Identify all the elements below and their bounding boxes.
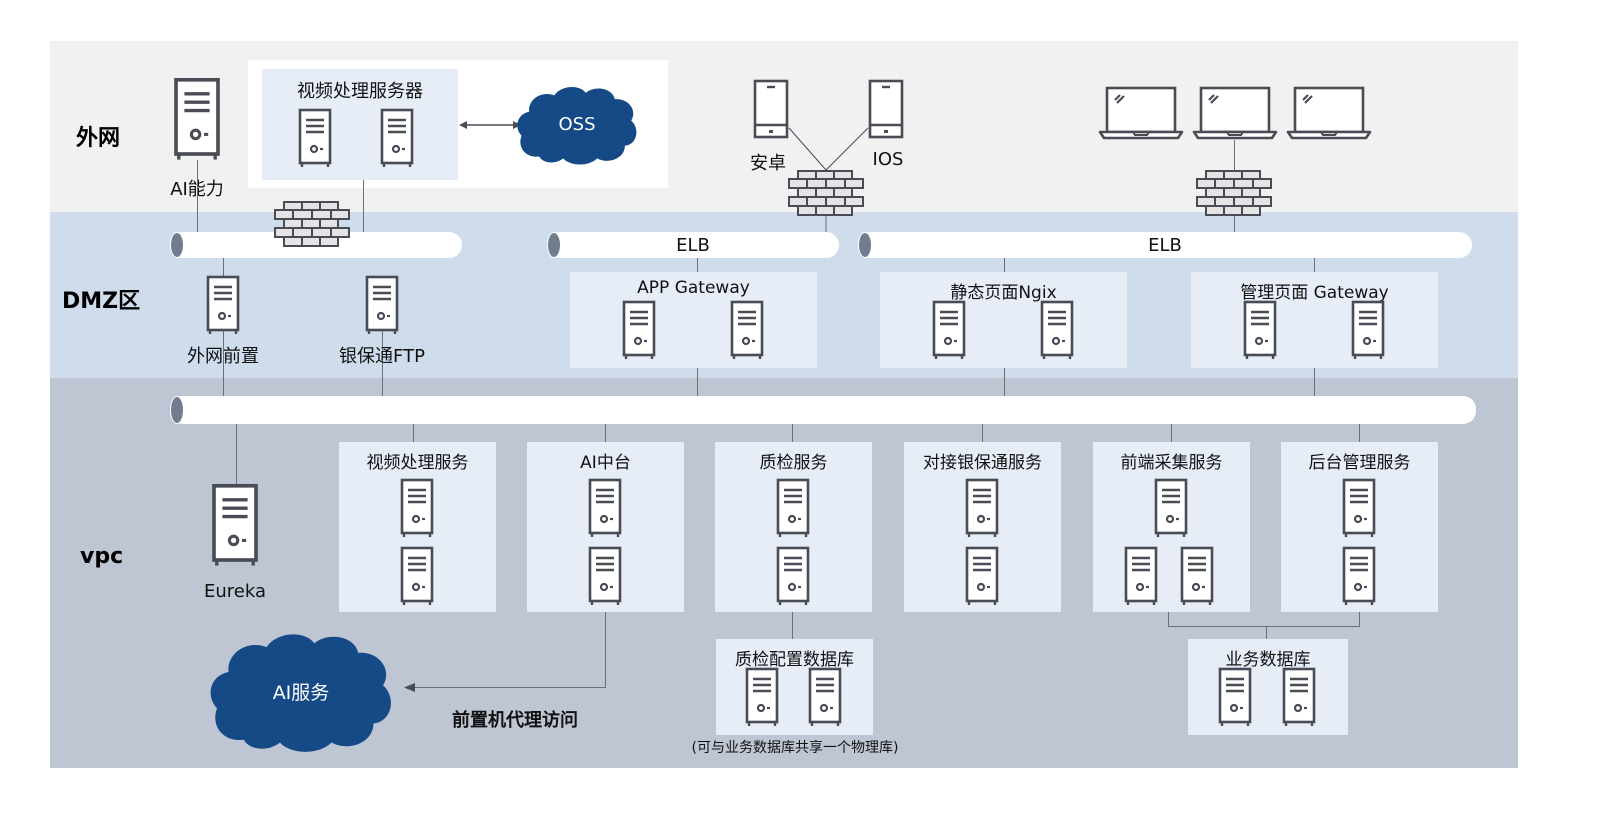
connector — [236, 424, 237, 484]
video-service-server-2-icon — [400, 546, 434, 606]
connector — [982, 424, 983, 442]
pipe-cap — [858, 232, 872, 258]
video-service-title: 视频处理服务 — [366, 453, 469, 473]
video-server-group: 视频处理服务器 — [262, 69, 458, 180]
connector — [1168, 626, 1360, 627]
video-service-server-1-icon — [400, 478, 434, 538]
frontend-collect-server-1-icon — [1154, 478, 1188, 538]
app-gateway-box: APP Gateway — [570, 272, 817, 368]
connector — [1171, 424, 1172, 442]
oss-label: OSS — [558, 114, 596, 135]
admin-gateway-server-2-icon — [1351, 300, 1385, 360]
admin-gateway-server-1-icon — [1243, 300, 1277, 360]
qc-service-title: 质检服务 — [759, 453, 828, 473]
static-nginx-title: 静态页面Ngix — [950, 283, 1057, 303]
zone-label-dmz: DMZ区 — [62, 289, 141, 314]
frontend-collect-title: 前端采集服务 — [1120, 453, 1223, 473]
ai-platform-server-2-icon — [588, 546, 622, 606]
frontend-collect-server-2-icon — [1124, 546, 1158, 606]
eureka-label: Eureka — [204, 581, 266, 602]
connector — [413, 424, 414, 442]
admin-gateway-title: 管理页面 Gateway — [1240, 283, 1389, 303]
bidirectional-arrow-icon — [459, 121, 521, 129]
connector — [605, 424, 606, 442]
video-server-2-icon — [380, 108, 414, 168]
firewall-icon — [1196, 170, 1272, 216]
bank-integration-server-1-icon — [965, 478, 999, 538]
connector — [1266, 626, 1267, 639]
laptop-icon — [1286, 86, 1372, 140]
proxy-note: 前置机代理访问 — [452, 710, 578, 731]
bank-integration-title: 对接银保通服务 — [923, 453, 1042, 473]
firewall-icon — [788, 170, 864, 216]
admin-service-server-2-icon — [1342, 546, 1376, 606]
elb-pipe-left: ELB — [547, 232, 839, 258]
connector — [1359, 424, 1360, 442]
extranet-frontend-server-icon — [206, 275, 240, 335]
app-gateway-server-2-icon — [730, 300, 764, 360]
ai-platform-title: AI中台 — [580, 453, 631, 473]
vpc-network-pipe — [170, 396, 1476, 424]
bank-integration-server-2-icon — [965, 546, 999, 606]
elb-pipe-right: ELB — [858, 232, 1472, 258]
static-nginx-box: 静态页面Ngix — [880, 272, 1127, 368]
connector — [1359, 612, 1360, 626]
connector — [197, 160, 198, 232]
qc-service-server-1-icon — [776, 478, 810, 538]
phone-connectors — [788, 127, 869, 232]
connector — [363, 180, 364, 232]
qc-config-db-server-1-icon — [745, 667, 779, 727]
static-nginx-server-1-icon — [932, 300, 966, 360]
ai-platform-server-1-icon — [588, 478, 622, 538]
elb-left-label: ELB — [676, 235, 710, 256]
connector — [605, 612, 606, 687]
oss-cloud: OSS — [514, 84, 640, 166]
pipe-cap — [170, 232, 184, 258]
static-nginx-server-2-icon — [1040, 300, 1074, 360]
app-gateway-title: APP Gateway — [637, 278, 750, 298]
admin-service-server-1-icon — [1342, 478, 1376, 538]
ios-label: IOS — [872, 149, 904, 170]
firewall-icon — [274, 201, 350, 247]
connector — [1168, 612, 1169, 626]
app-gateway-server-1-icon — [622, 300, 656, 360]
business-db-title: 业务数据库 — [1225, 650, 1311, 670]
video-server-group-title: 视频处理服务器 — [297, 81, 423, 102]
extranet-frontend-label: 外网前置 — [187, 346, 259, 367]
ai-service-cloud: AI服务 — [203, 630, 399, 754]
android-label: 安卓 — [750, 153, 786, 174]
connector — [792, 424, 793, 442]
video-server-1-icon — [298, 108, 332, 168]
ai-capability-server-icon — [173, 77, 221, 161]
proxy-arrow-line — [414, 687, 606, 688]
zone-label-internet: 外网 — [76, 126, 121, 151]
qc-config-db-title: 质检配置数据库 — [735, 650, 854, 670]
pipe-cap — [170, 396, 184, 424]
business-db-box: 业务数据库 — [1188, 639, 1348, 735]
qc-service-server-2-icon — [776, 546, 810, 606]
pipe-cap — [547, 232, 561, 258]
connector — [382, 330, 383, 398]
elb-right-label: ELB — [1148, 235, 1182, 256]
laptop-icon — [1192, 86, 1278, 140]
eureka-server-icon — [211, 483, 259, 567]
bank-ftp-label: 银保通FTP — [339, 346, 425, 367]
zone-label-vpc: vpc — [80, 544, 124, 569]
admin-service-title: 后台管理服务 — [1308, 453, 1411, 473]
admin-gateway-box: 管理页面 Gateway — [1191, 272, 1438, 368]
qc-config-db-box: 质检配置数据库 — [716, 639, 873, 735]
connector — [792, 612, 793, 639]
qc-config-db-server-2-icon — [808, 667, 842, 727]
bank-ftp-server-icon — [365, 275, 399, 335]
business-db-server-2-icon — [1282, 667, 1316, 727]
business-db-server-1-icon — [1218, 667, 1252, 727]
qc-db-note: (可与业务数据库共享一个物理库) — [691, 740, 899, 756]
laptop-icon — [1098, 86, 1184, 140]
ai-service-label: AI服务 — [272, 682, 330, 704]
frontend-collect-server-3-icon — [1180, 546, 1214, 606]
arrow-left-icon — [404, 683, 415, 692]
